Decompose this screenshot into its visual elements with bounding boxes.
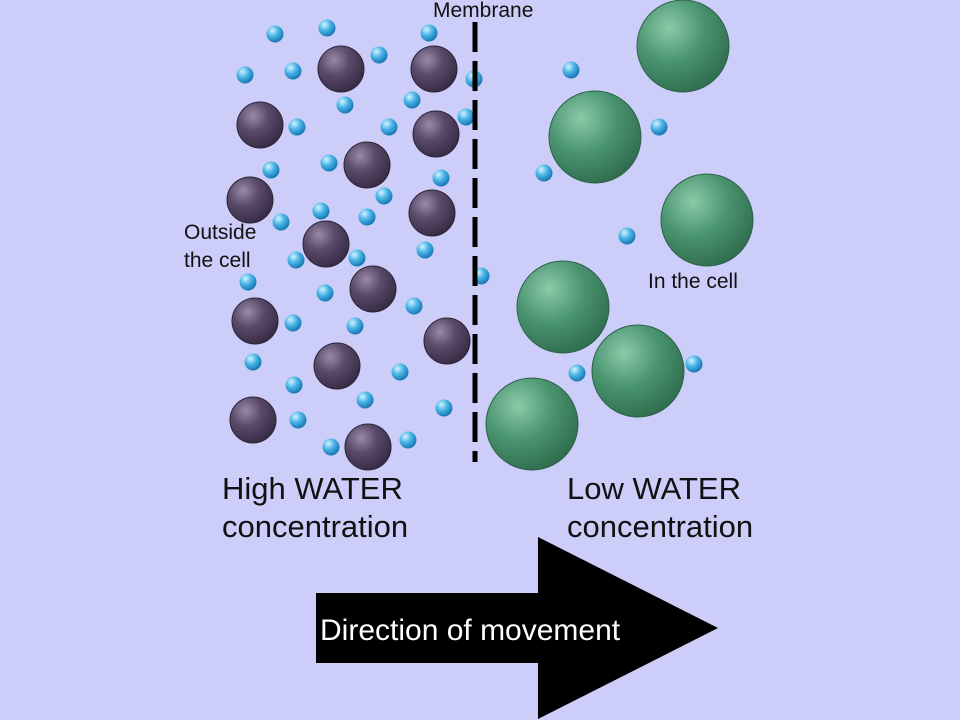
water-molecule — [375, 187, 393, 205]
water-molecule — [416, 241, 434, 259]
water-molecule — [244, 353, 262, 371]
water-molecule — [272, 213, 290, 231]
water-molecule — [348, 249, 366, 267]
low-label-line1: Low WATER — [567, 471, 741, 506]
water-molecule — [266, 25, 284, 43]
water-molecule — [239, 273, 257, 291]
solute-molecule-inside — [591, 324, 685, 418]
outside-solute-molecules — [226, 45, 471, 471]
membrane-label: Membrane — [433, 0, 534, 22]
water-molecule — [399, 431, 417, 449]
solute-molecule-outside — [317, 45, 365, 93]
water-molecule — [358, 208, 376, 226]
solute-molecule-outside — [344, 423, 392, 471]
water-molecule — [318, 19, 336, 37]
water-molecule — [380, 118, 398, 136]
water-molecule — [285, 376, 303, 394]
solute-molecule-outside — [410, 45, 458, 93]
solute-molecule-inside — [660, 173, 754, 267]
water-molecule — [457, 108, 475, 126]
solute-molecule-outside — [231, 297, 279, 345]
water-molecule — [650, 118, 668, 136]
water-molecule — [322, 438, 340, 456]
solute-molecule-outside — [423, 317, 471, 365]
water-molecule — [236, 66, 254, 84]
inside-solute-molecules — [485, 0, 754, 471]
water-molecule — [370, 46, 388, 64]
water-molecule — [685, 355, 703, 373]
water-molecule — [432, 169, 450, 187]
water-molecule — [346, 317, 364, 335]
solute-molecule-inside — [636, 0, 730, 93]
water-molecule — [391, 363, 409, 381]
water-molecule — [535, 164, 553, 182]
high-water-concentration-label: High WATER concentration — [222, 470, 408, 546]
solute-molecule-inside — [516, 260, 610, 354]
outside-the-cell-label: Outside the cell — [184, 219, 256, 275]
water-molecule — [618, 227, 636, 245]
water-molecule — [568, 364, 586, 382]
water-molecule — [287, 251, 305, 269]
solute-molecule-outside — [412, 110, 460, 158]
solute-molecule-outside — [229, 396, 277, 444]
high-label-line2: concentration — [222, 509, 409, 544]
water-molecule — [316, 284, 334, 302]
water-molecule — [284, 314, 302, 332]
water-molecules — [236, 19, 703, 456]
water-molecule — [262, 161, 280, 179]
solute-molecule-outside — [408, 189, 456, 237]
solute-molecule-outside — [343, 141, 391, 189]
in-the-cell-label: In the cell — [648, 270, 738, 293]
low-label-line2: concentration — [567, 509, 754, 544]
water-molecule — [289, 411, 307, 429]
solute-molecule-inside — [548, 90, 642, 184]
water-molecule — [403, 91, 421, 109]
water-molecule — [435, 399, 453, 417]
solute-molecule-inside — [485, 377, 579, 471]
water-molecule — [312, 202, 330, 220]
water-molecule — [284, 62, 302, 80]
direction-of-movement-label: Direction of movement — [320, 614, 621, 647]
solute-molecule-outside — [226, 176, 274, 224]
water-molecule — [356, 391, 374, 409]
solute-molecule-outside — [302, 220, 350, 268]
outside-label-line2: the cell — [184, 249, 251, 272]
water-molecule — [288, 118, 306, 136]
solute-molecule-outside — [349, 265, 397, 313]
water-molecule — [562, 61, 580, 79]
water-molecule — [336, 96, 354, 114]
water-molecule — [405, 297, 423, 315]
outside-label-line1: Outside — [184, 221, 257, 244]
low-water-concentration-label: Low WATER concentration — [567, 470, 753, 546]
direction-arrow — [316, 537, 718, 719]
solute-molecule-outside — [236, 101, 284, 149]
water-molecule — [420, 24, 438, 42]
high-label-line1: High WATER — [222, 471, 403, 506]
water-molecule — [320, 154, 338, 172]
solute-molecule-outside — [313, 342, 361, 390]
